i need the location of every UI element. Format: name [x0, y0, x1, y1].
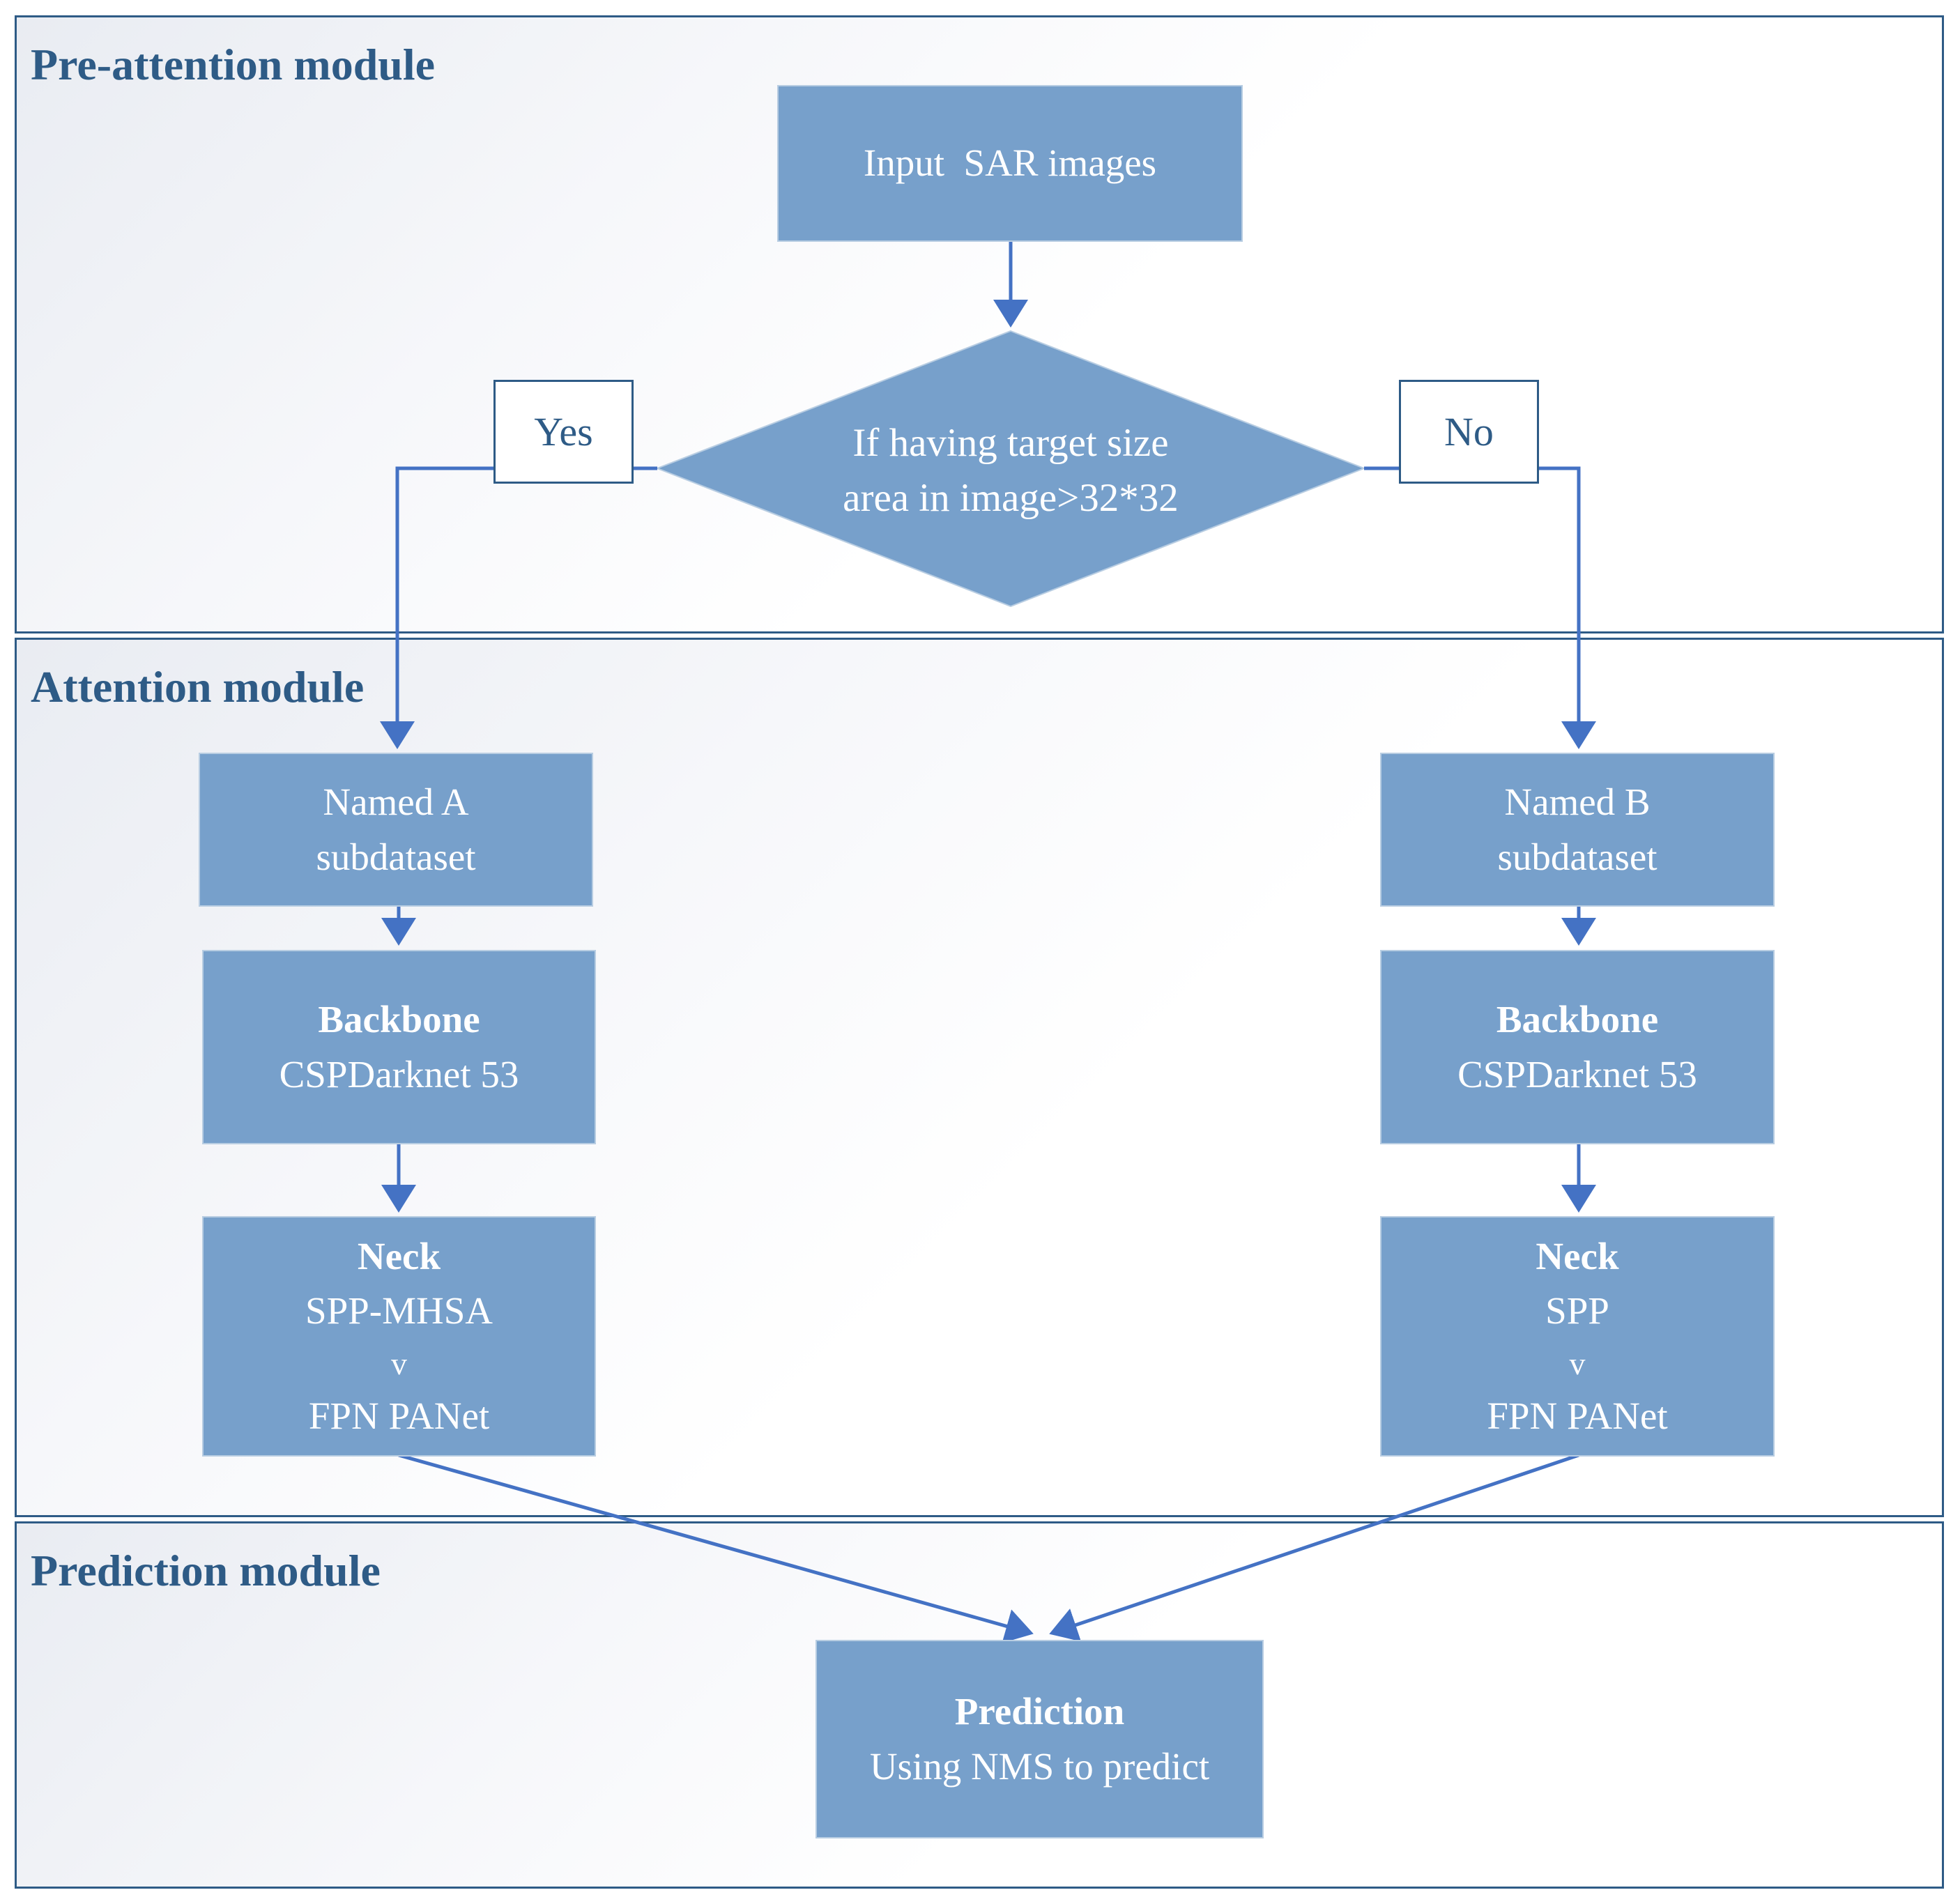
- attention-module-title: Attention module: [31, 662, 365, 712]
- neck-b-line-3: FPN PANet: [1487, 1395, 1668, 1438]
- arrow-no-branch: [1364, 466, 1596, 749]
- decision-diamond: [655, 330, 1366, 608]
- no-label-text: No: [1444, 409, 1494, 454]
- arrow-b-neck-to-prediction: [1049, 1453, 1579, 1642]
- backbone-a-title: Backbone: [318, 998, 480, 1041]
- backbone-b-title: Backbone: [1496, 998, 1659, 1041]
- neck-a-line-1: SPP-MHSA: [305, 1289, 493, 1332]
- neck-b-title: Neck: [1536, 1234, 1619, 1277]
- arrow-yes-branch: [380, 466, 657, 749]
- subdataset-b-line-2: subdataset: [1497, 835, 1657, 878]
- prediction-title: Prediction: [954, 1690, 1125, 1733]
- input-sar-images-box: Input SAR images: [777, 85, 1243, 242]
- subdataset-b-box: Named B subdataset: [1380, 753, 1775, 907]
- input-box-text: Input SAR images: [863, 141, 1157, 185]
- neck-b-line-2: v: [1569, 1345, 1586, 1381]
- neck-a-box: Neck SPP-MHSA v FPN PANet: [202, 1216, 596, 1457]
- pre-attention-module-title: Pre-attention module: [31, 40, 436, 89]
- arrow-a-neck-to-prediction: [398, 1453, 1034, 1643]
- yes-label: Yes: [493, 380, 634, 484]
- decision-line-2: area in image>32*32: [843, 475, 1179, 520]
- backbone-a-box: Backbone CSPDarknet 53: [202, 950, 596, 1144]
- neck-b-box: Neck SPP v FPN PANet: [1380, 1216, 1775, 1457]
- neck-b-line-1: SPP: [1545, 1289, 1609, 1332]
- backbone-b-box: Backbone CSPDarknet 53: [1380, 950, 1775, 1144]
- prediction-text: Using NMS to predict: [869, 1744, 1210, 1788]
- no-label: No: [1399, 380, 1539, 484]
- subdataset-b-line-1: Named B: [1504, 781, 1651, 824]
- backbone-b-text: CSPDarknet 53: [1457, 1052, 1697, 1096]
- yes-label-text: Yes: [534, 409, 593, 454]
- neck-a-title: Neck: [357, 1234, 441, 1277]
- backbone-a-text: CSPDarknet 53: [279, 1052, 519, 1096]
- decision-text: If having target size area in image>32*3…: [767, 416, 1255, 525]
- decision-line-1: If having target size: [852, 421, 1169, 465]
- subdataset-a-box: Named A subdataset: [199, 753, 593, 907]
- neck-a-line-2: v: [391, 1345, 407, 1381]
- subdataset-a-line-2: subdataset: [316, 835, 476, 878]
- prediction-module-title: Prediction module: [31, 1546, 381, 1595]
- subdataset-a-line-1: Named A: [323, 781, 469, 824]
- prediction-box: Prediction Using NMS to predict: [816, 1640, 1264, 1838]
- neck-a-line-3: FPN PANet: [308, 1395, 490, 1438]
